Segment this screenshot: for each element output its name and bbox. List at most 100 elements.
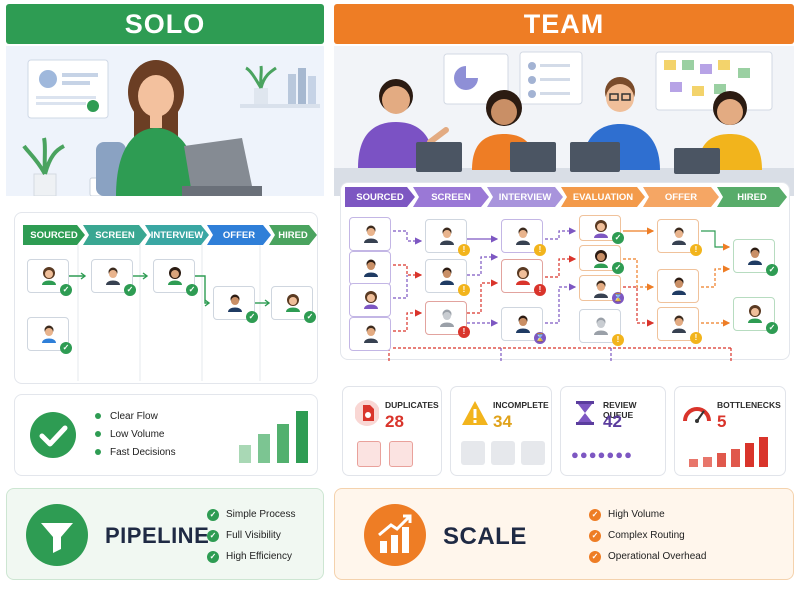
candidate-card[interactable]: ✓ bbox=[91, 259, 136, 296]
check-icon: ✓ bbox=[304, 311, 316, 323]
warning-icon: ! bbox=[690, 244, 702, 256]
candidate-avatar-icon bbox=[440, 227, 454, 245]
candidate-card[interactable]: ! bbox=[501, 259, 546, 296]
candidate-card[interactable]: ! bbox=[425, 301, 470, 338]
check-icon: ✓ bbox=[612, 262, 624, 274]
candidate-avatar-icon bbox=[42, 267, 56, 285]
check-icon: ✓ bbox=[60, 342, 72, 354]
team-footer: SCALE ✓High Volume ✓Complex Routing ✓Ope… bbox=[334, 488, 794, 580]
candidate-card[interactable]: ! bbox=[501, 219, 546, 256]
solo-scene bbox=[6, 46, 324, 196]
warning-icon: ! bbox=[690, 332, 702, 344]
growth-bar bbox=[277, 424, 289, 463]
rising-bars-icon bbox=[689, 437, 768, 467]
highlight-item: Low Volume bbox=[95, 425, 176, 443]
candidate-card[interactable]: ⌛ bbox=[501, 307, 546, 344]
candidate-avatar-icon bbox=[594, 280, 608, 298]
duplicate-file-icon bbox=[357, 441, 381, 467]
candidate-card[interactable] bbox=[349, 283, 391, 317]
solo-stage-hired: HIRED bbox=[269, 225, 317, 245]
solo-panel: SOLO bbox=[6, 0, 324, 600]
pipeline-label: PIPELINE bbox=[105, 523, 210, 548]
candidate-card[interactable]: ✓ bbox=[579, 215, 624, 244]
metric-value: 5 bbox=[717, 412, 727, 431]
growth-bars-icon bbox=[239, 411, 308, 463]
metric-duplicates: DUPLICATES 28 bbox=[342, 386, 442, 476]
warning-triangle-icon bbox=[462, 401, 488, 425]
candidate-card[interactable]: ✓ bbox=[733, 239, 778, 276]
warning-icon: ! bbox=[534, 244, 546, 256]
metric-title: REVIEW QUEUE bbox=[603, 400, 637, 420]
candidate-avatar-icon bbox=[106, 267, 120, 285]
candidate-card[interactable] bbox=[349, 317, 391, 351]
candidate-card[interactable]: ✓ bbox=[733, 297, 778, 334]
team-scene bbox=[334, 46, 794, 196]
metric-value: 28 bbox=[385, 412, 404, 431]
metric-value: 34 bbox=[493, 412, 512, 431]
candidate-avatar-icon bbox=[440, 309, 454, 327]
candidate-card[interactable]: ✓ bbox=[27, 259, 72, 296]
metric-bottlenecks: BOTTLENECKS 5 bbox=[674, 386, 786, 476]
footer-point: ✓Full Visibility bbox=[207, 525, 295, 546]
candidate-avatar-icon bbox=[594, 317, 608, 335]
team-footer-points: ✓High Volume ✓Complex Routing ✓Operation… bbox=[589, 504, 706, 567]
candidate-card[interactable]: ! bbox=[579, 309, 624, 346]
candidate-avatar-icon bbox=[364, 291, 378, 309]
check-icon: ✓ bbox=[612, 232, 624, 244]
check-icon: ✓ bbox=[207, 508, 219, 521]
growth-bar bbox=[239, 445, 251, 463]
candidate-avatar-icon bbox=[42, 325, 56, 343]
highlight-item: Fast Decisions bbox=[95, 443, 176, 461]
candidate-avatar-icon bbox=[364, 225, 378, 243]
gauge-icon bbox=[683, 407, 711, 423]
candidate-card[interactable]: ✓ bbox=[213, 286, 258, 323]
scale-label: SCALE bbox=[443, 523, 527, 550]
candidate-avatar-icon bbox=[286, 294, 300, 312]
check-icon: ✓ bbox=[766, 264, 778, 276]
candidate-card[interactable]: ! bbox=[425, 219, 470, 256]
candidate-card[interactable]: ✓ bbox=[271, 286, 316, 323]
candidate-avatar-icon bbox=[748, 305, 762, 323]
candidate-card[interactable]: ✓ bbox=[153, 259, 198, 296]
placeholder-avatar-icon bbox=[491, 441, 515, 465]
team-pipeline-board: SOURCED SCREEN INTERVIEW EVALUATION OFFE… bbox=[340, 182, 790, 361]
candidate-card[interactable]: ! bbox=[657, 219, 702, 256]
candidate-avatar-icon bbox=[594, 250, 608, 268]
team-illustration bbox=[334, 51, 794, 196]
metric-title: BOTTLENECKS bbox=[717, 400, 781, 410]
team-stage-evaluation: EVALUATION bbox=[561, 187, 645, 207]
duplicate-document-icon bbox=[355, 400, 379, 426]
metric-title: INCOMPLETE bbox=[493, 400, 549, 410]
candidate-avatar-icon bbox=[516, 315, 530, 333]
metric-value: 42 bbox=[603, 412, 622, 431]
candidate-card[interactable]: ⌛ bbox=[579, 275, 624, 304]
metric-review-queue: REVIEW QUEUE 42 ●●●●●●● bbox=[560, 386, 666, 476]
solo-stage-offer: OFFER bbox=[207, 225, 271, 245]
candidate-card[interactable]: ✓ bbox=[579, 245, 624, 274]
candidate-card[interactable] bbox=[349, 251, 391, 285]
check-icon: ✓ bbox=[207, 529, 219, 542]
candidate-avatar-icon bbox=[594, 220, 608, 238]
team-stage-screen: SCREEN bbox=[413, 187, 489, 207]
candidate-card[interactable] bbox=[349, 217, 391, 251]
check-icon: ✓ bbox=[207, 550, 219, 563]
candidate-card[interactable]: ✓ bbox=[27, 317, 72, 354]
error-icon: ! bbox=[534, 284, 546, 296]
solo-pipeline-board: SOURCED SCREEN INTERVIEW OFFER HIRED ✓ ✓… bbox=[14, 212, 318, 384]
queue-icon: ⌛ bbox=[612, 292, 624, 304]
candidate-avatar-icon bbox=[440, 267, 454, 285]
solo-footer: PIPELINE ✓Simple Process ✓Full Visibilit… bbox=[6, 488, 324, 580]
metric-title: DUPLICATES bbox=[385, 400, 439, 410]
solo-stage-interview: INTERVIEW bbox=[145, 225, 209, 245]
candidate-card[interactable]: ! bbox=[425, 259, 470, 296]
candidate-card[interactable]: ! bbox=[657, 307, 702, 344]
footer-point: ✓Operational Overhead bbox=[589, 546, 706, 567]
candidate-card[interactable] bbox=[657, 269, 699, 303]
checkmark-badge-icon bbox=[30, 412, 76, 458]
candidate-avatar-icon bbox=[364, 259, 378, 277]
candidate-avatar-icon bbox=[364, 325, 378, 343]
candidate-avatar-icon bbox=[516, 227, 530, 245]
check-icon: ✓ bbox=[124, 284, 136, 296]
placeholder-avatar-icon bbox=[461, 441, 485, 465]
candidate-avatar-icon bbox=[672, 315, 686, 333]
